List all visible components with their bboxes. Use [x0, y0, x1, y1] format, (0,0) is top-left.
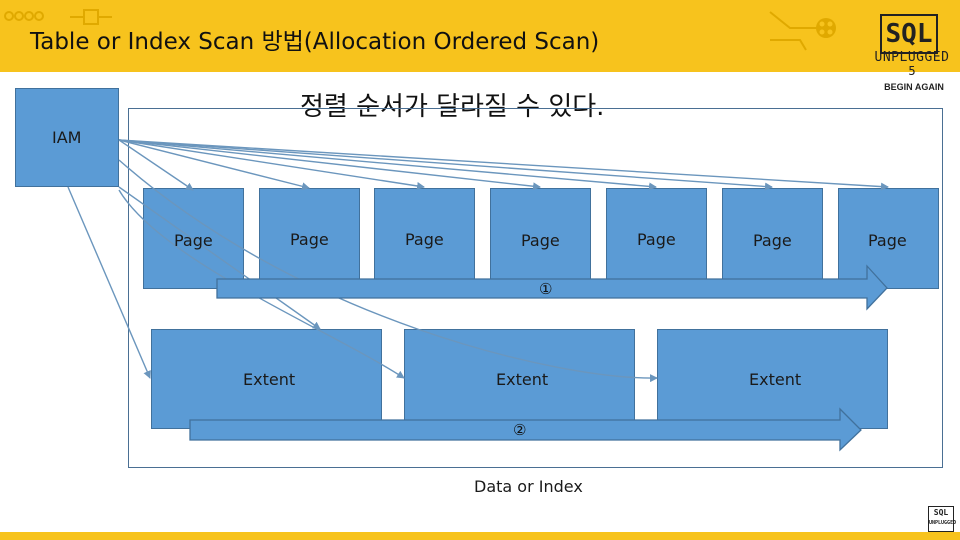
- extent-label: Extent: [749, 370, 802, 389]
- extent-label: Extent: [243, 370, 296, 389]
- scan-order-2-label: ②: [513, 421, 527, 439]
- page-label: Page: [174, 231, 213, 250]
- iam-extent-pointers: [67, 159, 658, 383]
- extent-block: [657, 329, 888, 429]
- extent-label: Extent: [496, 370, 549, 389]
- footer-logo-top: SQL: [933, 508, 949, 517]
- page-title: Table or Index Scan 방법(Allocation Ordere…: [30, 29, 600, 55]
- logo-subtitle: UNPLUGGED: [874, 50, 950, 65]
- page-block: [259, 188, 360, 289]
- footer-logo: SQL UNPLUGGED: [928, 506, 957, 532]
- page-block: [374, 188, 475, 289]
- sql-logo: SQL: [880, 14, 938, 54]
- page-label: Page: [290, 230, 329, 249]
- logo-version: 5: [908, 64, 916, 78]
- slide-subtitle: 정렬 순서가 달라질 수 있다.: [300, 92, 605, 122]
- extent-block: [151, 329, 382, 429]
- container-label: Data or Index: [474, 477, 583, 496]
- page-label: Page: [868, 231, 907, 250]
- header-decoration: [4, 9, 836, 51]
- scan-order-1-label: ①: [539, 280, 553, 298]
- page-block: [722, 188, 823, 289]
- page-label: Page: [405, 230, 444, 249]
- iam-label: IAM: [52, 128, 82, 147]
- header-bar: [0, 0, 960, 72]
- page-label: Page: [637, 230, 676, 249]
- iam-page-pointers: [118, 139, 889, 191]
- iam-block: [15, 88, 119, 187]
- page-block: [606, 188, 707, 289]
- extent-block: [404, 329, 635, 429]
- scan-arrow-2: [189, 407, 862, 452]
- page-label: Page: [521, 231, 560, 250]
- scan-arrow-1: [216, 264, 888, 311]
- logo-tagline: BEGIN AGAIN: [884, 82, 944, 92]
- data-index-container: [128, 108, 943, 468]
- footer-logo-bottom: UNPLUGGED: [929, 520, 957, 526]
- page-label: Page: [753, 231, 792, 250]
- footer-bar: [0, 532, 960, 540]
- page-block: [838, 188, 939, 289]
